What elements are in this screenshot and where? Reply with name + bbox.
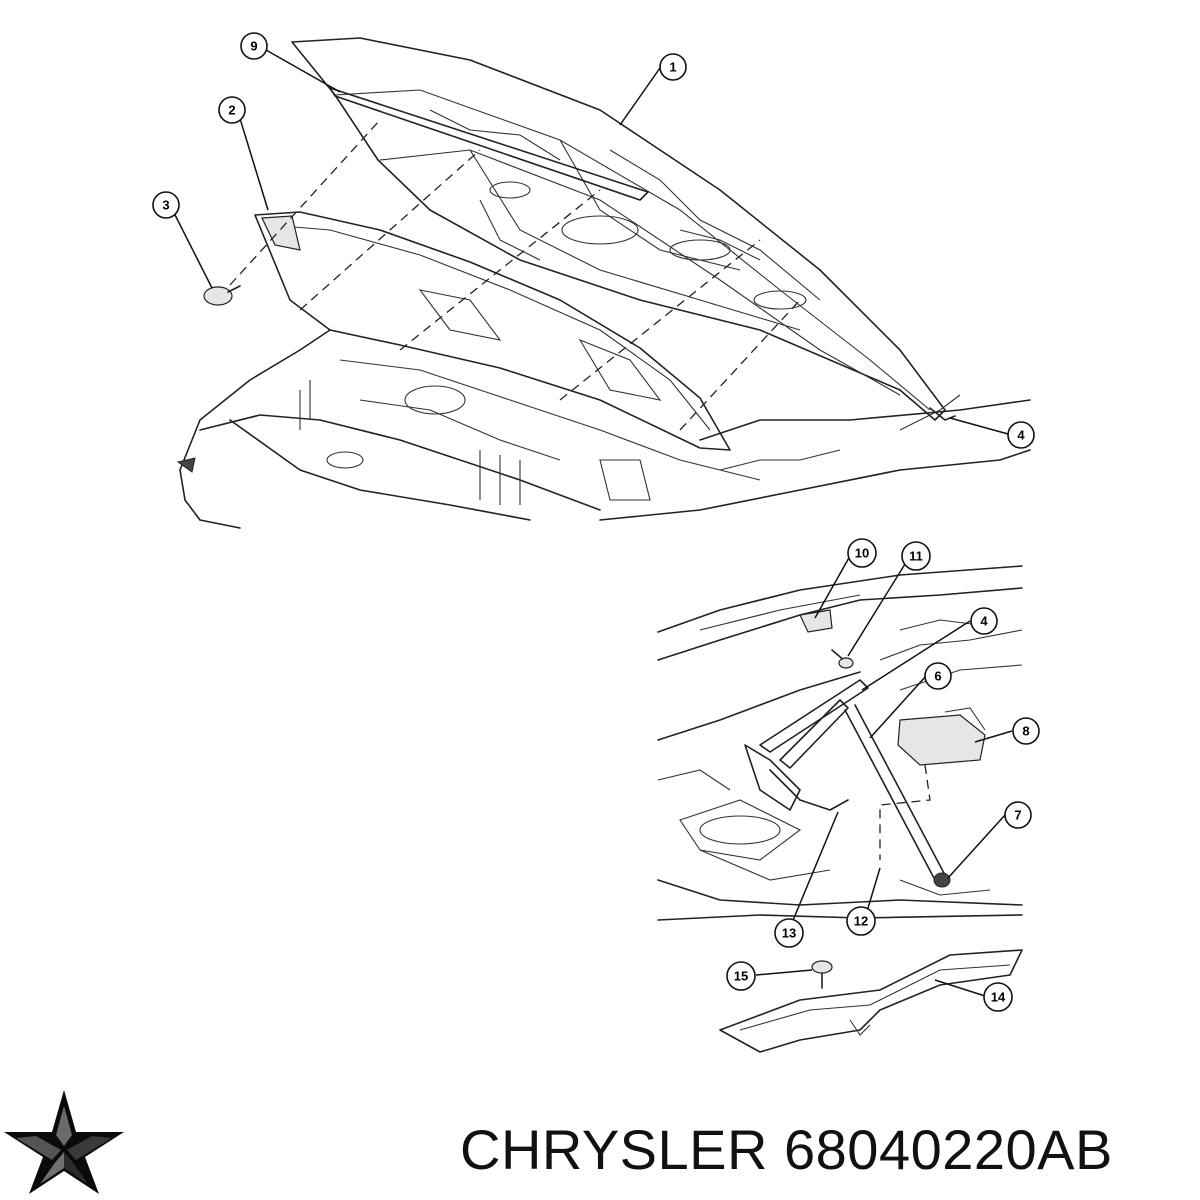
callout-2: 2 [218, 96, 246, 124]
callout-label: 2 [228, 103, 235, 118]
callout-label: 15 [734, 969, 748, 984]
strut-detail-illustration [657, 565, 1023, 921]
callout-12: 12 [846, 906, 876, 936]
brand-name: CHRYSLER [460, 1118, 768, 1181]
callout-label: 6 [934, 669, 941, 684]
callout-4-detail: 4 [970, 607, 998, 635]
callout-15: 15 [726, 961, 756, 991]
callout-7: 7 [1004, 801, 1032, 829]
chrysler-pentastar-icon [4, 1090, 124, 1194]
callout-9: 9 [240, 32, 268, 60]
callout-11: 11 [901, 541, 931, 571]
callout-label: 7 [1014, 808, 1021, 823]
callout-6: 6 [924, 662, 952, 690]
callout-label: 1 [669, 60, 676, 75]
callout-label: 3 [162, 198, 169, 213]
callout-8: 8 [1012, 717, 1040, 745]
part-number: 68040220AB [784, 1118, 1113, 1181]
callout-label: 12 [854, 914, 868, 929]
leader-lines [169, 49, 1013, 997]
callout-14: 14 [983, 982, 1013, 1012]
callout-label: 13 [782, 926, 796, 941]
callout-label: 11 [909, 549, 923, 564]
callout-label: 4 [1017, 428, 1025, 443]
callout-10: 10 [847, 538, 877, 568]
callout-label: 8 [1022, 724, 1029, 739]
callout-label: 14 [991, 990, 1006, 1005]
callout-1: 1 [659, 53, 687, 81]
callout-13: 13 [774, 918, 804, 948]
callout-label: 10 [855, 546, 869, 561]
cowl-panel-illustration [719, 949, 1023, 1053]
hood-assembly-illustration [176, 37, 1031, 529]
callout-4-top: 4 [1007, 421, 1035, 449]
callout-label: 9 [250, 39, 257, 54]
callout-3: 3 [152, 191, 180, 219]
callout-label: 4 [980, 614, 988, 629]
part-caption: CHRYSLER 68040220AB [460, 1110, 1200, 1190]
